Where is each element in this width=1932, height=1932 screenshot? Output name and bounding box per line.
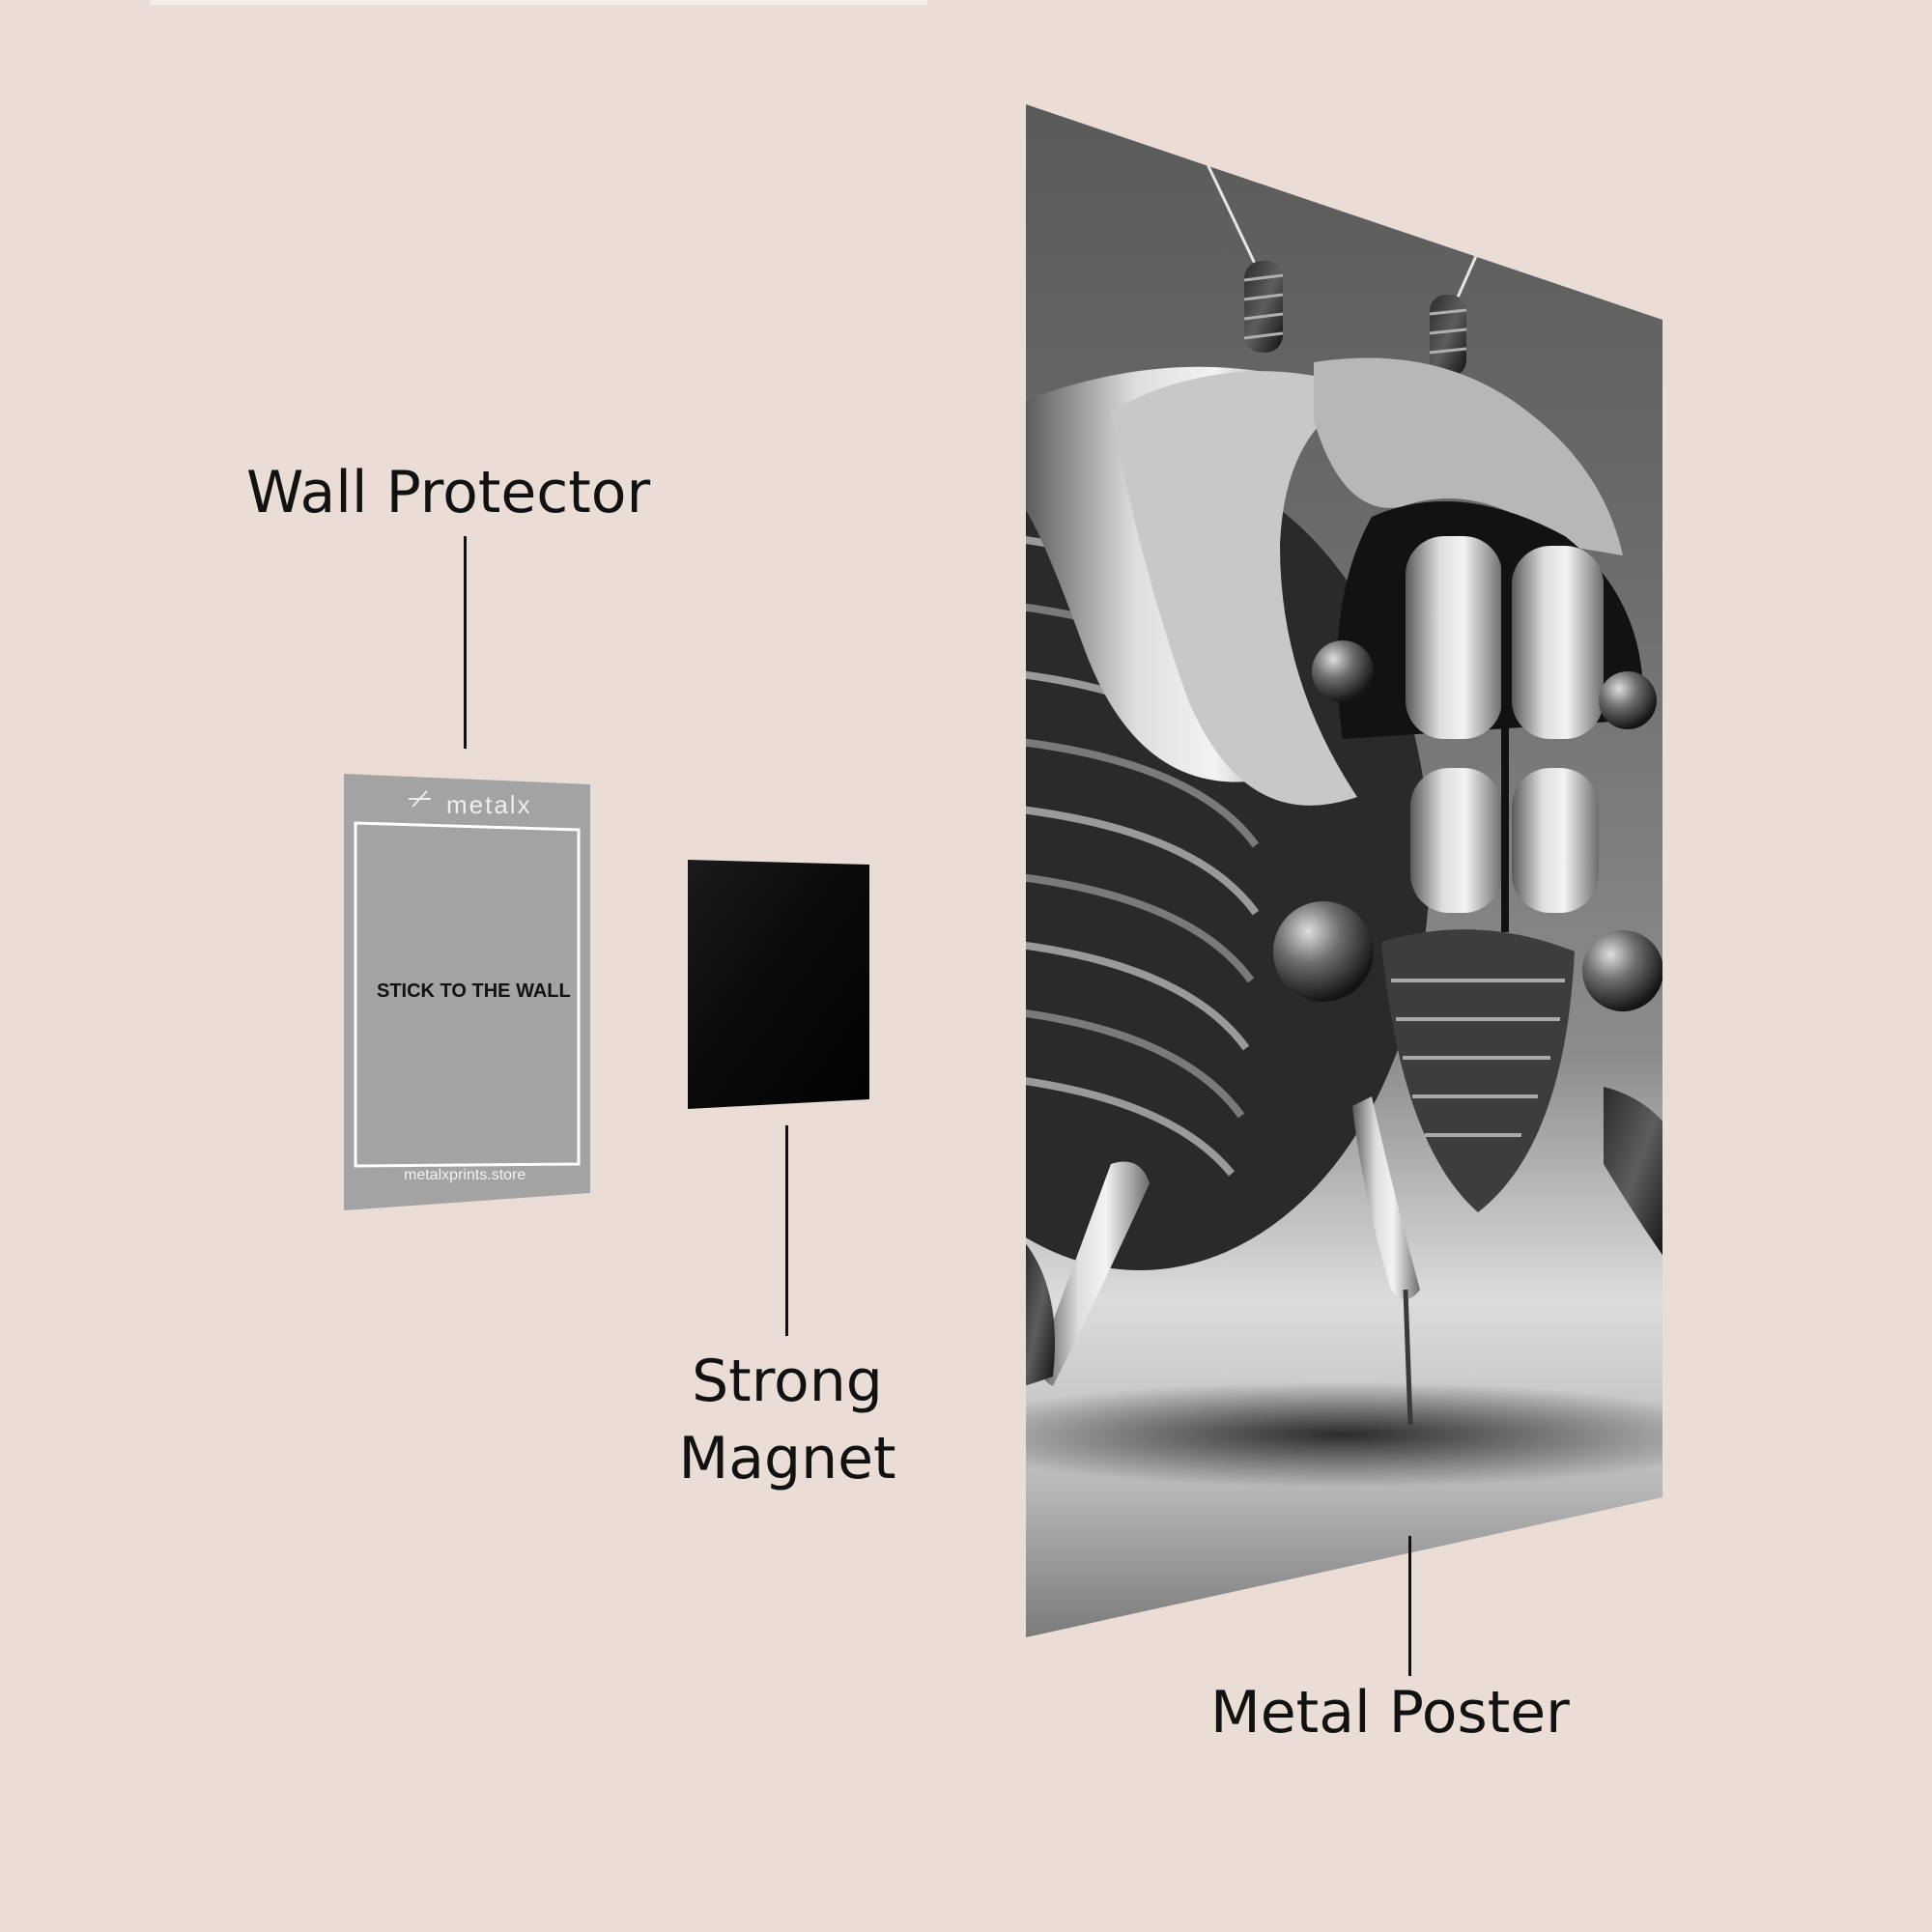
protector-url-text: metalxprints.store [404, 1167, 526, 1183]
strong-magnet [688, 860, 869, 1109]
robot-bug-head-top [1314, 357, 1623, 555]
leader-line-wall-protector [464, 536, 467, 749]
label-strong-magnet: Strong Magnet [678, 1348, 896, 1492]
wall-protector [344, 774, 590, 1210]
robot-bug-front-leg-tip [1403, 1289, 1413, 1426]
robot-bug-front-leg [1352, 1096, 1420, 1299]
label-metal-poster: Metal Poster [1210, 1679, 1570, 1747]
antenna-right-coils [1429, 295, 1467, 377]
protector-brand-text: metalx [446, 790, 532, 819]
metalx-logo-icon [409, 790, 431, 808]
metal-poster [1026, 104, 1662, 1637]
robot-bug-sphere-upper-left [1312, 640, 1374, 702]
robot-bug-abdomen-ridges [1391, 979, 1565, 1137]
robot-bug-shell-arc [1111, 371, 1372, 806]
antenna-right [1455, 255, 1478, 300]
poster-ground-shadow [1026, 1381, 1662, 1488]
robot-bug-sphere-lower-right [1582, 930, 1662, 1011]
label-wall-protector: Wall Protector [246, 459, 651, 526]
robot-bug-sphere-upper-right [1599, 671, 1657, 729]
robot-bug-abdomen [1381, 929, 1575, 1212]
robot-bug-rear-leg [1026, 1241, 1055, 1386]
robot-bug-left-leg [1039, 1161, 1150, 1386]
robot-bug-sphere-lower-left [1273, 901, 1374, 1002]
antenna-left [1206, 163, 1258, 267]
wall-protector-frame [354, 821, 581, 1168]
top-edge-strip [150, 0, 927, 5]
robot-bug-right-leg [1604, 1087, 1662, 1261]
magnet-plate [688, 860, 869, 1109]
protector-message-text: STICK TO THE WALL [377, 980, 571, 1002]
wall-protector-panel [344, 774, 590, 1210]
antenna-left-coils [1243, 261, 1284, 353]
robot-bug-face-plates [1406, 536, 1604, 932]
leader-line-metal-poster [1408, 1536, 1411, 1676]
leader-line-strong-magnet [785, 1125, 788, 1336]
